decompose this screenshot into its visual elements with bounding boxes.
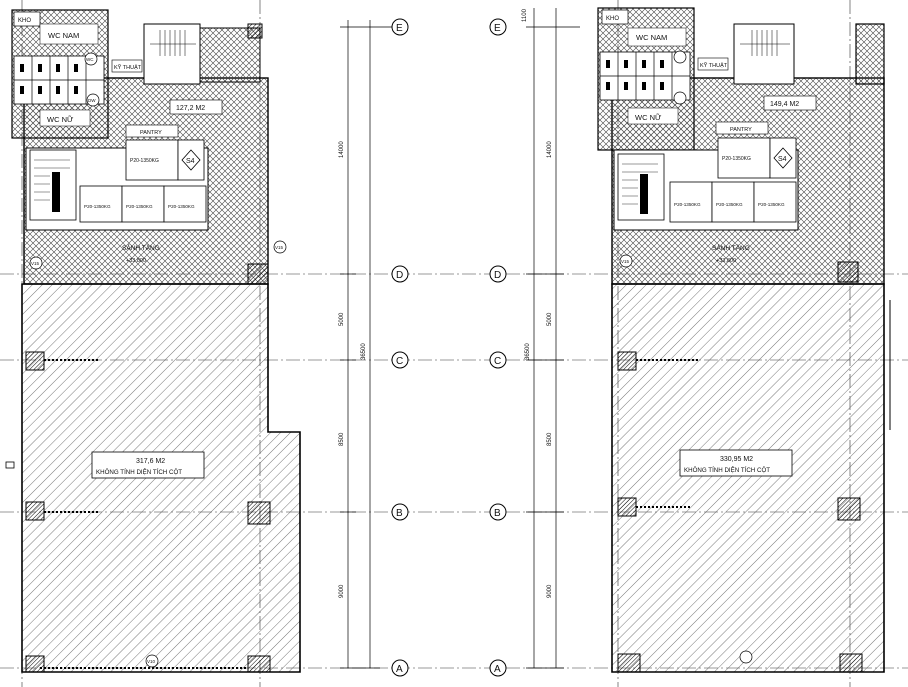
office-area-label-right: 330,95 M2 [720, 456, 753, 463]
dim-segment-4-right: 9000 [547, 584, 553, 598]
office-area-right [611, 283, 885, 673]
elevator-label-left-2: P20-1350KG [84, 204, 111, 209]
storage-label-left: KHO [18, 18, 31, 24]
elevator-label-right-2: P20-1350KG [674, 202, 701, 207]
dim-segment-2-right: 5000 [547, 312, 553, 326]
dimension-lines-right [526, 8, 580, 669]
elevator-label-right-4: P20-1350KG [758, 202, 785, 207]
grid-label-d-left: D [396, 270, 403, 281]
tech-shaft-label-left: KỸ THUẬT [114, 64, 142, 71]
dim-total-right: 36500 [525, 343, 531, 360]
dim-segment-1-right: 14000 [547, 141, 553, 158]
tag-v15-left-a: V15 [31, 261, 40, 266]
office-area-note-right: KHÔNG TÍNH DIỆN TÍCH CỘT [684, 466, 770, 474]
core-area-label-left: 127,2 M2 [176, 105, 205, 112]
dim-segment-2-left: 5000 [339, 312, 345, 326]
dim-segment-4-left: 9000 [339, 584, 345, 598]
dim-total-left: 36500 [361, 343, 367, 360]
office-area-note-left: KHÔNG TÍNH DIỆN TÍCH CỘT [96, 468, 182, 476]
tag-wc-left: WC [86, 57, 94, 62]
elevator-label-left-4: P20-1350KG [168, 204, 195, 209]
tag-dw-left: DW [88, 98, 96, 103]
grid-label-e-left: E [396, 23, 403, 34]
grid-bubbles-left [391, 18, 409, 677]
floor-plan-right: KHO WC NAM WC NỮ KỸ THUẬT 149,4 M2 PANTR… [597, 7, 891, 673]
elevator-label-left-1: P20-1350KG [130, 158, 159, 164]
dim-top-right: 1100 [522, 8, 528, 22]
elevator-label-right-3: P20-1350KG [716, 202, 743, 207]
grid-label-a-left: A [396, 664, 403, 675]
grid-label-c-left: C [396, 356, 403, 367]
lobby-label-right: SẢNH TẦNG [712, 242, 750, 252]
fire-elevator-mark-right: S4 [778, 156, 787, 163]
grid-bubbles-right [489, 18, 507, 677]
grid-label-a-right: A [494, 664, 501, 675]
tech-shaft-label-right: KỸ THUẬT [700, 62, 728, 69]
grid-label-e-right: E [494, 23, 501, 34]
tag-v15-right: V15 [621, 259, 630, 264]
fire-elevator-mark-left: S4 [186, 158, 195, 165]
grid-label-b-left: B [396, 508, 403, 519]
floor-plan-left: KHO WC NAM WC NỮ KỸ THUẬT 127,2 M2 PANTR… [5, 9, 301, 673]
tag-v15-left-b: V15 [275, 245, 284, 250]
grid-label-b-right: B [494, 508, 501, 519]
wc-male-label-right: WC NAM [636, 33, 667, 42]
tag-v10-left: V10 [147, 659, 156, 664]
dim-segment-3-right: 8500 [547, 432, 553, 446]
lobby-label-left: SẢNH TẦNG [122, 242, 160, 252]
grid-label-d-right: D [494, 270, 501, 281]
pantry-label-right: PANTRY [730, 127, 752, 133]
wc-female-label-left: WC NỮ [47, 115, 74, 124]
core-area-label-right: 149,4 M2 [770, 101, 799, 108]
dim-segment-1-left: 14000 [339, 141, 345, 158]
stair-top-right [733, 23, 795, 85]
storage-label-right: KHO [606, 16, 619, 22]
grid-label-c-right: C [494, 356, 501, 367]
office-area-label-left: 317,6 M2 [136, 458, 165, 465]
elevator-label-left-3: P20-1350KG [126, 204, 153, 209]
dimension-lines-left [340, 20, 400, 669]
wc-female-label-right: WC NỮ [635, 113, 662, 122]
lobby-level-left: +33,800 [126, 258, 146, 264]
wc-male-label-left: WC NAM [48, 31, 79, 40]
pantry-label-left: PANTRY [140, 130, 162, 136]
stair-top-left [143, 23, 201, 85]
dim-segment-3-left: 8500 [339, 432, 345, 446]
lobby-level-right: +33,800 [716, 258, 736, 264]
elevator-label-right-1: P20-1350KG [722, 156, 751, 162]
